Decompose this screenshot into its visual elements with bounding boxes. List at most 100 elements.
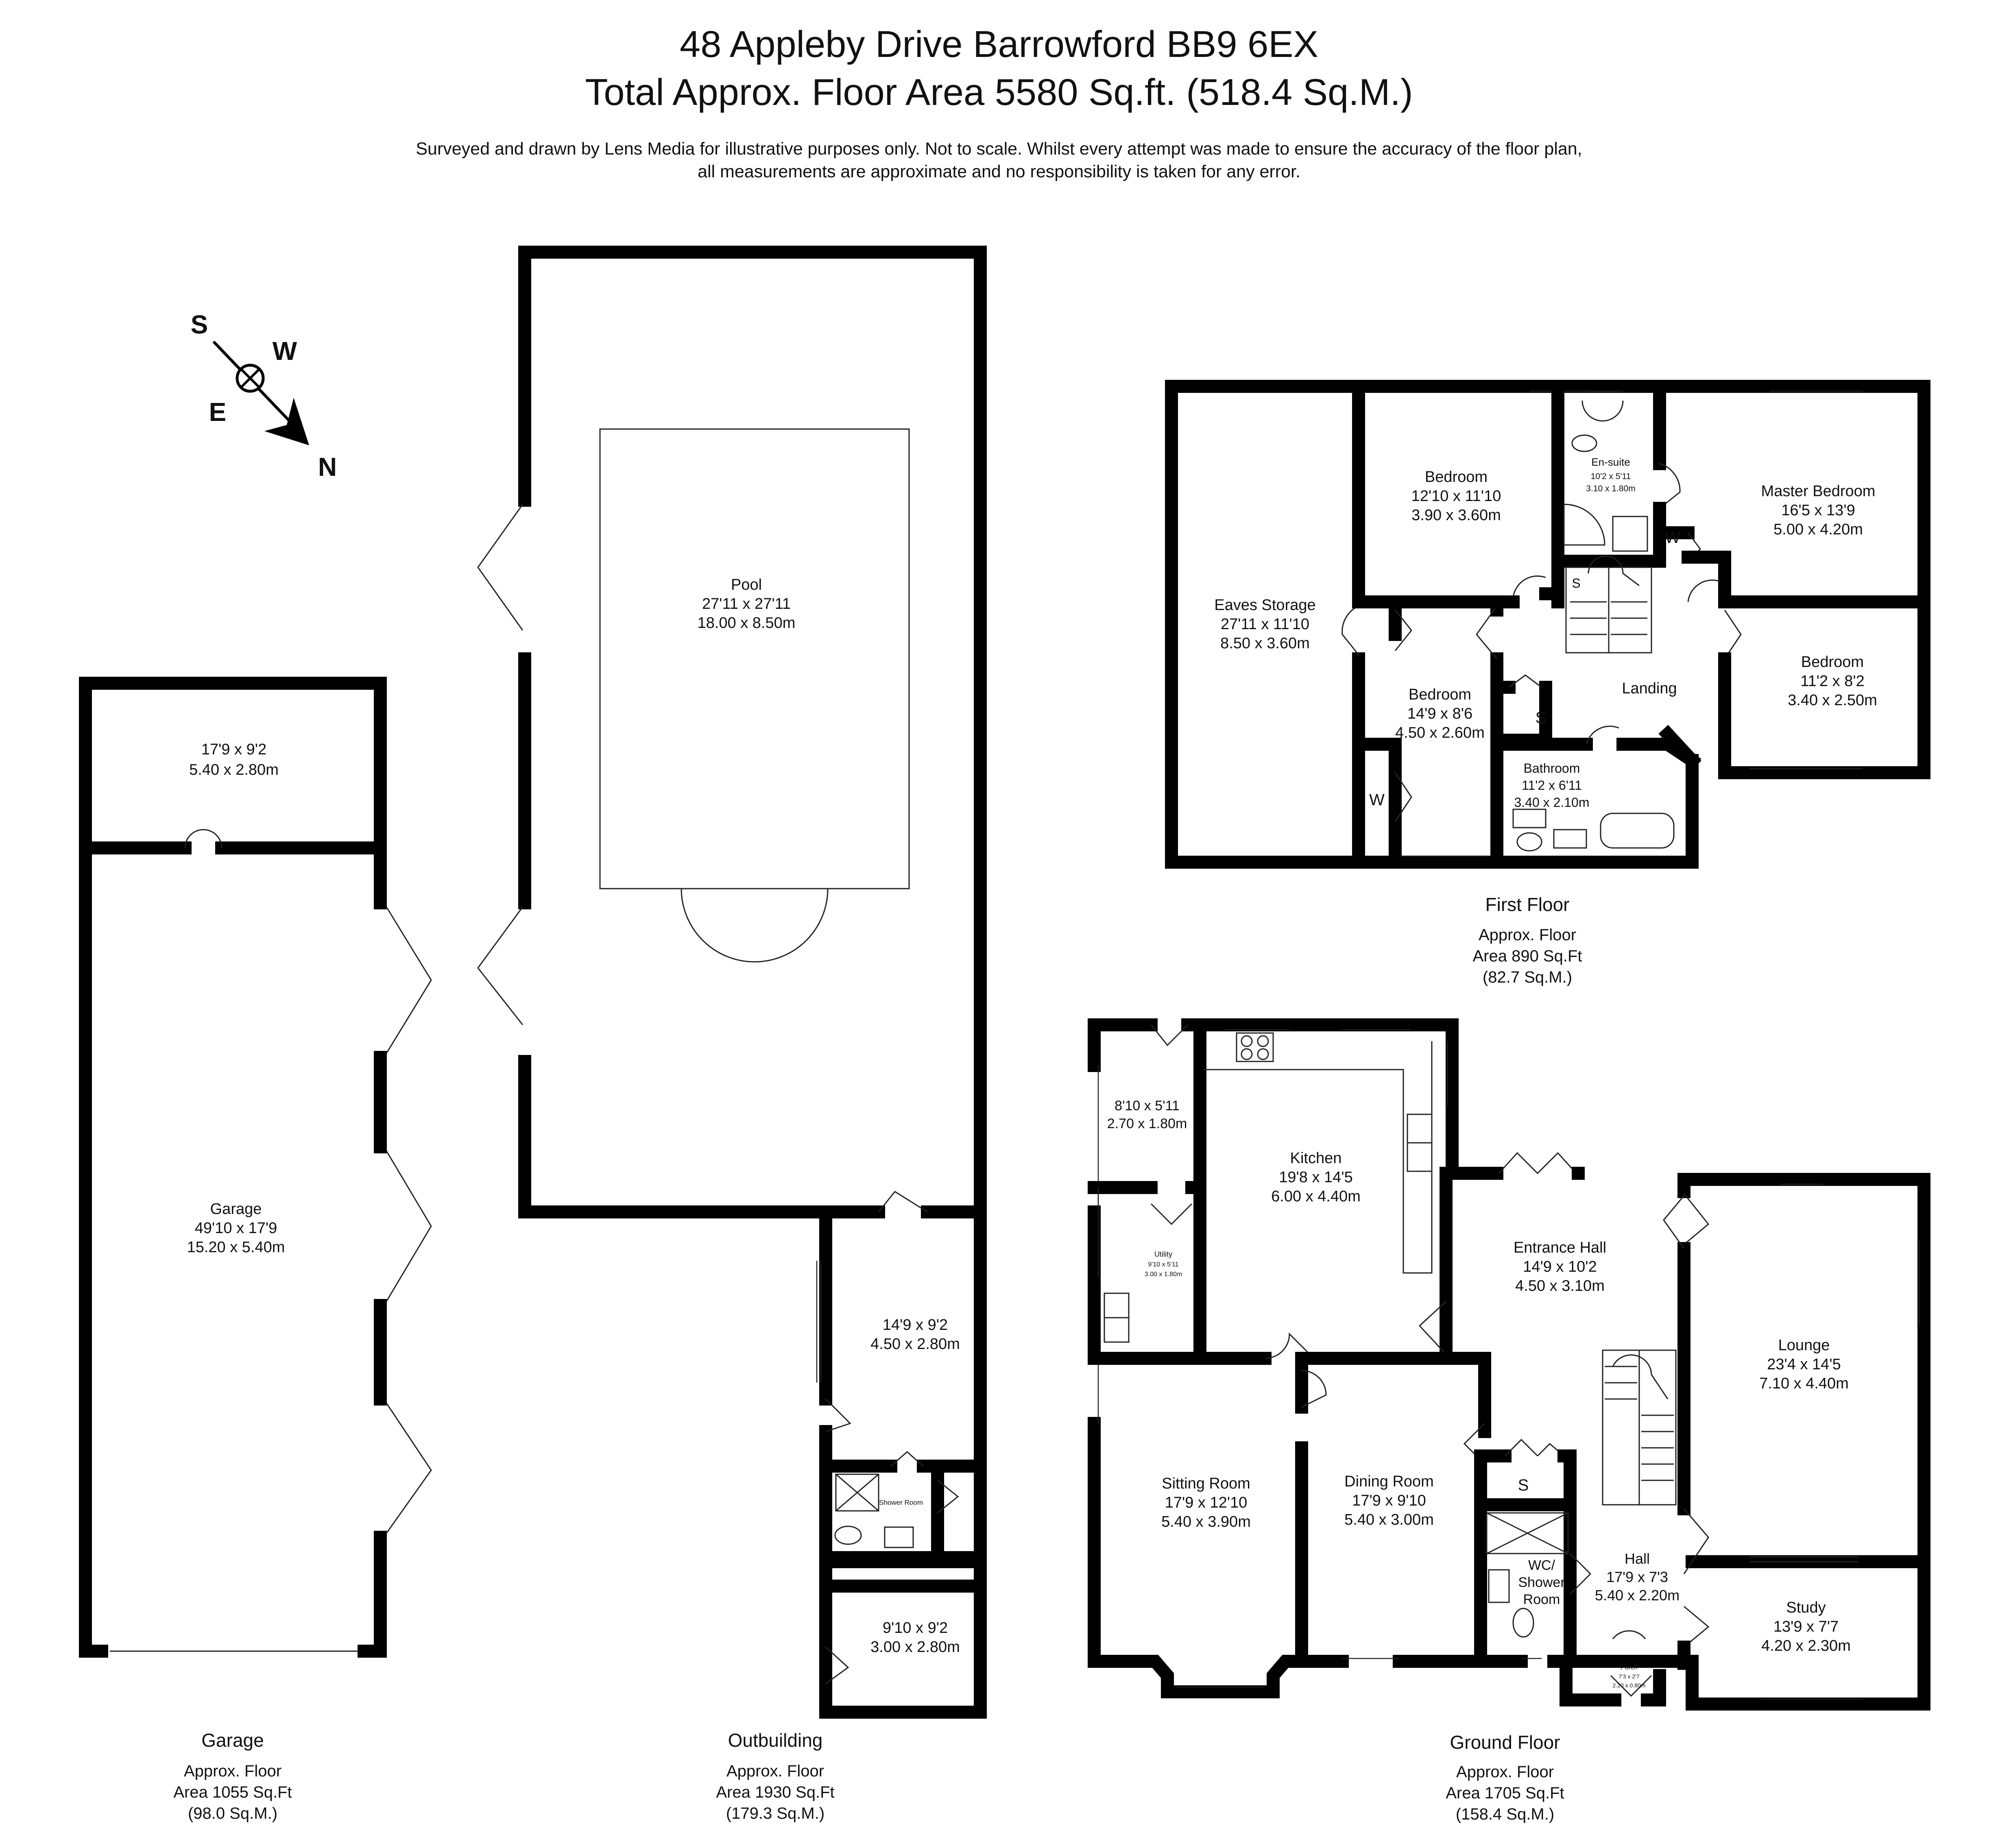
pool-steps bbox=[681, 888, 829, 963]
wc-label-line3: Room bbox=[1523, 1592, 1560, 1607]
bathroom-door bbox=[1586, 726, 1619, 745]
first-floor-caption-line3: (82.7 Sq.M.) bbox=[1483, 968, 1572, 986]
hall-dims: 17'9 x 7'3 bbox=[1606, 1569, 1668, 1585]
pool-rear-door bbox=[878, 1191, 928, 1213]
hall-store-door-1 bbox=[1504, 1438, 1538, 1457]
garage-caption: Garage Approx. Floor Area 1055 Sq.Ft (98… bbox=[173, 1730, 292, 1822]
hall-stair-arc bbox=[1612, 1354, 1669, 1399]
ensuite-basin-icon bbox=[1581, 400, 1624, 422]
basin-icon bbox=[884, 1526, 914, 1548]
bedroom3-door bbox=[1724, 610, 1742, 659]
bedroom2-door bbox=[1476, 606, 1498, 659]
outbuilding-room1-dims: 14'9 x 9'2 bbox=[883, 1316, 948, 1334]
ground-floor-caption-line2: Area 1705 Sq.Ft bbox=[1446, 1784, 1564, 1802]
disclaimer: Surveyed and drawn by Lens Media for ill… bbox=[0, 137, 1998, 183]
outbuilding-plan: Pool 27'11 x 27'11 18.00 x 8.50m Shower … bbox=[477, 246, 987, 1719]
garage-side-door-2 bbox=[386, 1151, 432, 1302]
bedroom3-label: Bedroom bbox=[1801, 654, 1864, 671]
ensuite-shower-icon bbox=[1612, 516, 1648, 552]
porch-inner-door bbox=[1612, 1630, 1646, 1639]
ground-floor-caption-line3: (158.4 Sq.M.) bbox=[1456, 1805, 1554, 1823]
hob-icon bbox=[1236, 1032, 1274, 1062]
gf-store-dims: 8'10 x 5'11 bbox=[1115, 1098, 1180, 1114]
page-header: 48 Appleby Drive Barrowford BB9 6EX Tota… bbox=[0, 20, 1998, 183]
garage-label: Garage bbox=[210, 1201, 262, 1218]
sitting-room-door bbox=[1265, 1332, 1311, 1359]
pool-side-doors-2 bbox=[477, 907, 523, 1025]
utility-drainer-icon bbox=[1104, 1317, 1130, 1343]
bedroom3-dims: 11'2 x 8'2 bbox=[1800, 673, 1864, 690]
bedroom2-label: Bedroom bbox=[1409, 686, 1471, 703]
garage-metric: 15.20 x 5.40m bbox=[187, 1239, 285, 1256]
hall-label: Hall bbox=[1625, 1550, 1650, 1567]
kitchen-metric: 6.00 x 4.40m bbox=[1271, 1188, 1361, 1205]
entrance-bifold-doors bbox=[1498, 1152, 1577, 1175]
ensuite-label: En-suite bbox=[1591, 456, 1630, 468]
pool-dims: 27'11 x 27'11 bbox=[702, 595, 791, 612]
bathroom-sink-icon bbox=[1553, 829, 1587, 849]
bathroom-metric: 3.40 x 2.10m bbox=[1514, 795, 1590, 810]
study-metric: 4.20 x 2.30m bbox=[1761, 1637, 1851, 1654]
garage-caption-title: Garage bbox=[201, 1730, 264, 1751]
toilet-icon bbox=[834, 1525, 862, 1545]
porch-metric: 2.20 x 0.80m bbox=[1613, 1682, 1646, 1689]
ensuite-metric: 3.10 x 1.80m bbox=[1586, 484, 1635, 493]
outbuilding-caption-title: Outbuilding bbox=[728, 1730, 823, 1751]
compass-south: S bbox=[191, 310, 208, 339]
porch-label: Porch bbox=[1621, 1664, 1638, 1671]
garage-store-door bbox=[184, 829, 222, 848]
first-floor-caption-line2: Area 890 Sq.Ft bbox=[1472, 947, 1582, 965]
disclaimer-line-1: Surveyed and drawn by Lens Media for ill… bbox=[416, 139, 1582, 159]
compass-north: N bbox=[318, 452, 337, 482]
study-door bbox=[1684, 1606, 1710, 1648]
shower-room-label: Shower Room bbox=[879, 1499, 923, 1506]
lounge-dims: 23'4 x 14'5 bbox=[1767, 1356, 1841, 1373]
ensuite-toilet-icon bbox=[1571, 434, 1597, 452]
ensuite-bath-icon bbox=[1563, 503, 1605, 546]
bedroom2-metric: 4.50 x 2.60m bbox=[1395, 724, 1485, 741]
landing-store-door bbox=[1509, 674, 1542, 688]
outbuilding-caption-line1: Approx. Floor bbox=[726, 1762, 824, 1780]
stair-landing-arc bbox=[1588, 556, 1640, 586]
pool-metric: 18.00 x 8.50m bbox=[698, 615, 796, 632]
ground-floor-plan: 8'10 x 5'11 2.70 x 1.80m Utility 9'10 x … bbox=[1088, 1018, 1930, 1711]
garage-caption-line1: Approx. Floor bbox=[184, 1762, 281, 1780]
eaves-label: Eaves Storage bbox=[1214, 597, 1315, 614]
garage-caption-line2: Area 1055 Sq.Ft bbox=[173, 1783, 292, 1801]
bedroom1-door bbox=[1512, 575, 1546, 598]
hall-metric: 5.40 x 2.20m bbox=[1595, 1587, 1680, 1604]
sitting-room-metric: 5.40 x 3.90m bbox=[1161, 1513, 1251, 1530]
outbuilding-room2-dims: 9'10 x 9'2 bbox=[883, 1619, 948, 1637]
bedroom2-dims: 14'9 x 8'6 bbox=[1407, 705, 1472, 722]
property-address: 48 Appleby Drive Barrowford BB9 6EX bbox=[680, 24, 1318, 65]
outbuilding-door-3 bbox=[825, 1646, 849, 1685]
kitchen-sink-icon bbox=[1407, 1114, 1433, 1144]
compass-east: E bbox=[209, 397, 227, 427]
lounge-metric: 7.10 x 4.40m bbox=[1759, 1375, 1849, 1392]
wc-basin-icon bbox=[1488, 1569, 1510, 1603]
utility-door bbox=[1150, 1203, 1193, 1225]
eaves-metric: 8.50 x 3.60m bbox=[1220, 635, 1310, 652]
entrance-door-right bbox=[1663, 1195, 1685, 1249]
store-door bbox=[1150, 1024, 1189, 1046]
ground-floor-caption-line1: Approx. Floor bbox=[1456, 1763, 1554, 1781]
bathroom-label: Bathroom bbox=[1524, 761, 1580, 776]
wc-door bbox=[1569, 1553, 1592, 1595]
wc-toilet-icon bbox=[1512, 1608, 1534, 1638]
master-bedroom-dims: 16'5 x 13'9 bbox=[1781, 502, 1855, 519]
kitchen-dims: 19'8 x 14'5 bbox=[1279, 1169, 1352, 1186]
kitchen-label: Kitchen bbox=[1290, 1150, 1342, 1167]
first-floor-caption-line1: Approx. Floor bbox=[1479, 926, 1576, 944]
wardrobe-door-2 bbox=[1394, 772, 1412, 822]
outbuilding-room1-metric: 4.50 x 2.80m bbox=[870, 1336, 960, 1353]
bedroom3-metric: 3.40 x 2.50m bbox=[1788, 692, 1877, 709]
wardrobe-tag-1: W bbox=[1369, 791, 1385, 809]
master-door bbox=[1687, 579, 1721, 602]
utility-sink-icon bbox=[1104, 1292, 1130, 1318]
ensuite-door bbox=[1659, 463, 1681, 509]
swimming-pool bbox=[599, 428, 910, 889]
first-floor-caption-title: First Floor bbox=[1485, 894, 1570, 915]
wc-label-line2: Shower bbox=[1518, 1575, 1565, 1590]
entrance-door-left bbox=[1418, 1301, 1447, 1355]
